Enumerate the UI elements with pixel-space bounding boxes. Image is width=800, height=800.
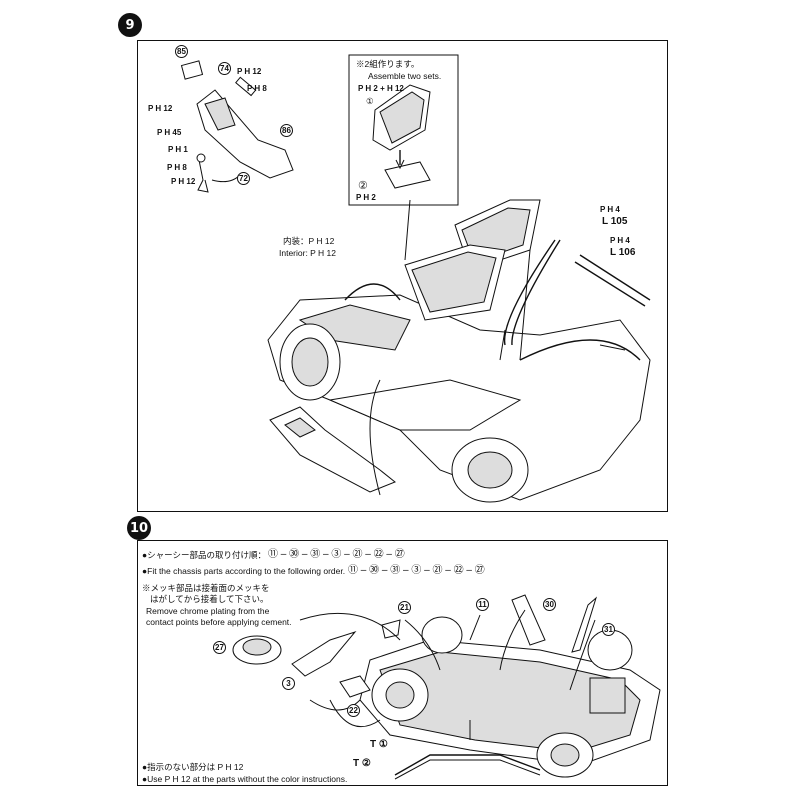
order-en: ●Fit the chassis parts according to the …: [142, 566, 346, 576]
part-t2-label: T ②: [353, 758, 371, 769]
part-27-callout: 27: [213, 641, 226, 654]
chrome-en-1: Remove chrome plating from the: [146, 606, 270, 616]
chrome-jp-1: ※メッキ部品は接着面のメッキを: [142, 583, 270, 593]
inset-note-en: Assemble two sets.: [368, 71, 442, 81]
roll-bar-drawing: [503, 239, 651, 346]
order-jp: ●シャーシー部品の取り付け順：: [142, 550, 266, 560]
code-12a: P H 12: [237, 67, 262, 76]
interior-note-en: Interior: P H 12: [279, 248, 337, 258]
rollbar-label-a: L 105: [602, 216, 628, 227]
inset-note-jp: ※2組作ります。: [356, 59, 420, 69]
part-74-callout: 74: [218, 62, 231, 75]
code-12b: P H 12: [148, 104, 173, 113]
seat-inset-drawing: [372, 84, 431, 189]
chassis-frame-drawing: [359, 616, 661, 778]
step-10-badge: 10: [127, 516, 151, 540]
chrome-jp-2: はがしてから接着して下さい。: [150, 594, 269, 604]
part-85-callout: 85: [175, 45, 188, 58]
footer-jp: ●指示のない部分は P H 12: [142, 762, 244, 772]
part-86-callout: 86: [280, 124, 293, 137]
step-10-number: 10: [129, 520, 149, 536]
inset-part1: ①: [366, 96, 374, 106]
step-10-panel: [137, 540, 668, 786]
suspension-parts-drawing: [232, 594, 597, 780]
part-t1-label: T ①: [370, 739, 388, 750]
step-9-number: 9: [125, 17, 135, 33]
code-8b: P H 8: [167, 163, 187, 172]
console-parts-drawing: [180, 60, 294, 193]
part-3-callout: 3: [282, 677, 295, 690]
interior-note-jp: 内装：P H 12: [283, 236, 335, 246]
rollbar-code-a: P H 4: [600, 205, 620, 214]
code-1: P H 1: [168, 145, 188, 154]
code-8a: P H 8: [247, 84, 267, 93]
inset-part2-code: P H 2: [356, 193, 376, 202]
footer-en: ●Use P H 12 at the parts without the col…: [142, 774, 348, 784]
seats-drawing: [404, 199, 541, 321]
part-31-callout: 31: [602, 623, 615, 636]
rollbar-label-b: L 106: [610, 247, 636, 258]
rollbar-code-b: P H 4: [610, 236, 630, 245]
part-30-callout: 30: [543, 598, 556, 611]
inset-part1-code: P H 2 + H 12: [358, 84, 404, 93]
order-seq-en: ⑪ – ㉚ – ㉛ – ③ – ㉑ – ㉒ – ㉗: [348, 565, 485, 576]
chrome-en-2: contact points before applying cement.: [146, 617, 292, 627]
part-11-callout: 11: [476, 598, 489, 611]
part-21-callout: 21: [398, 601, 411, 614]
inset-part2: ②: [358, 180, 368, 192]
console-lower-drawing: [269, 406, 396, 493]
step-9-badge: 9: [118, 13, 142, 37]
interior-tub-drawing: [267, 283, 651, 503]
order-seq-jp: ⑪ – ㉚ – ㉛ – ③ – ㉑ – ㉒ – ㉗: [268, 549, 405, 560]
step-9-panel: [137, 40, 668, 512]
code-45: P H 45: [157, 128, 182, 137]
part-72-callout: 72: [237, 172, 250, 185]
part-22-callout: 22: [347, 704, 360, 717]
code-12c: P H 12: [171, 177, 196, 186]
